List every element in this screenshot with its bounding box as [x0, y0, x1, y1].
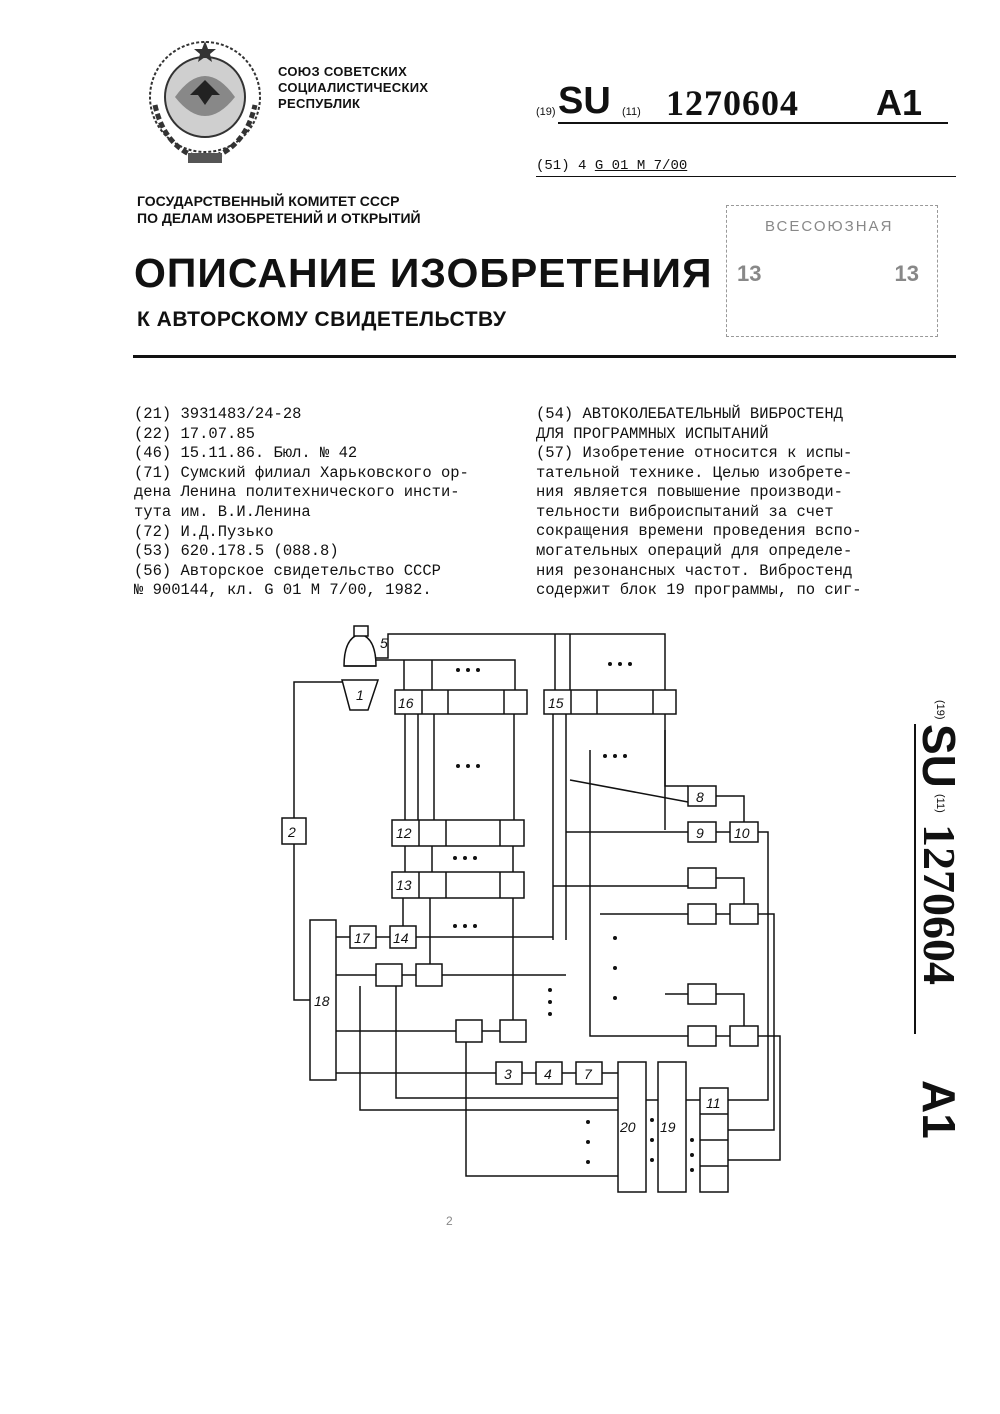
side-patent-number: 1270604 — [913, 824, 966, 985]
side-underline — [914, 724, 916, 1034]
label-16: 16 — [398, 695, 414, 711]
invention-title-line: (54) АВТОКОЛЕБАТЕЛЬНЫЙ ВИБРОСТЕНД — [536, 405, 843, 425]
biblio-line: (71) Сумский филиал Харьковского ор- — [134, 464, 469, 484]
header-rule — [133, 355, 956, 358]
state-emblem — [140, 35, 270, 170]
side-code-19: (19) — [934, 700, 946, 720]
abstract-line: могательных операций для определе- — [536, 542, 862, 562]
side-code-11: (11) — [934, 794, 946, 813]
biblio-line: (72) И.Д.Пузько — [134, 523, 469, 543]
union-line: СОЦИАЛИСТИЧЕСКИХ — [278, 80, 428, 96]
code-11: (11) — [622, 106, 641, 118]
biblio-line: (46) 15.11.86. Бюл. № 42 — [134, 444, 469, 464]
label-8: 8 — [696, 789, 704, 805]
biblio-line: (22) 17.07.85 — [134, 425, 469, 445]
label-18: 18 — [314, 993, 330, 1009]
label-11: 11 — [706, 1095, 721, 1111]
label-13: 13 — [396, 877, 412, 893]
ipc-rule — [536, 176, 956, 177]
pub-underline — [558, 122, 948, 124]
abstract: (57) Изобретение относится к испы- тател… — [536, 444, 862, 601]
union-line: РЕСПУБЛИК — [278, 96, 428, 112]
library-stamp: ВСЕСОЮЗНАЯ 13 13 — [726, 205, 938, 337]
biblio-line: тута им. В.И.Ленина — [134, 503, 469, 523]
biblio-line: (56) Авторское свидетельство СССР — [134, 562, 469, 582]
invention-title: (54) АВТОКОЛЕБАТЕЛЬНЫЙ ВИБРОСТЕНД ДЛЯ ПР… — [536, 405, 843, 444]
label-14: 14 — [393, 930, 409, 946]
block-diagram: 1 2 3 4 5 6 7 8 9 10 11 12 13 14 15 16 1… — [270, 620, 790, 1200]
side-kind-code: A1 — [912, 1080, 966, 1139]
label-20: 20 — [619, 1119, 636, 1135]
country-code: SU — [558, 80, 611, 123]
side-country-code: SU — [912, 724, 966, 788]
label-3: 3 — [504, 1066, 512, 1082]
code-19: (19) — [536, 106, 556, 118]
biblio-line: (21) 3931483/24-28 — [134, 405, 469, 425]
label-9: 9 — [696, 825, 704, 841]
biblio-line: (53) 620.178.5 (088.8) — [134, 542, 469, 562]
union-name: СОЮЗ СОВЕТСКИХ СОЦИАЛИСТИЧЕСКИХ РЕСПУБЛИ… — [278, 64, 428, 112]
label-17: 17 — [354, 930, 371, 946]
page-number: 2 — [446, 1214, 453, 1228]
label-12: 12 — [396, 825, 412, 841]
invention-title-line: ДЛЯ ПРОГРАММНЫХ ИСПЫТАНИЙ — [536, 425, 843, 445]
biblio-line: № 900144, кл. G 01 M 7/00, 1982. — [134, 581, 469, 601]
kind-code: A1 — [876, 82, 922, 124]
union-line: СОЮЗ СОВЕТСКИХ — [278, 64, 428, 80]
stamp-text: ВСЕСОЮЗНАЯ — [765, 218, 893, 235]
stamp-right-number: 13 — [895, 261, 919, 287]
biblio-line: дена Ленина политехнического инсти- — [134, 483, 469, 503]
patent-number: 1270604 — [666, 82, 799, 124]
ipc-code: G 01 M 7/00 — [595, 158, 687, 174]
document-subtitle: К АВТОРСКОМУ СВИДЕТЕЛЬСТВУ — [137, 308, 506, 332]
label-10: 10 — [734, 825, 750, 841]
committee-name: ГОСУДАРСТВЕННЫЙ КОМИТЕТ СССР ПО ДЕЛАМ ИЗ… — [137, 193, 421, 227]
bibliographic-data: (21) 3931483/24-28 (22) 17.07.85 (46) 15… — [134, 405, 469, 601]
label-1: 1 — [356, 687, 364, 703]
committee-line: ГОСУДАРСТВЕННЫЙ КОМИТЕТ СССР — [137, 193, 421, 210]
ipc-prefix: (51) 4 — [536, 158, 586, 174]
label-7: 7 — [584, 1066, 593, 1082]
publication-number: (19) SU (11) 1270604 A1 — [536, 78, 948, 130]
label-2: 2 — [287, 824, 296, 840]
abstract-line: содержит блок 19 программы, по сиг- — [536, 581, 862, 601]
label-6: 6 — [368, 620, 376, 623]
committee-line: ПО ДЕЛАМ ИЗОБРЕТЕНИЙ И ОТКРЫТИЙ — [137, 210, 421, 227]
abstract-line: (57) Изобретение относится к испы- — [536, 444, 862, 464]
ipc-classification: (51) 4 G 01 M 7/00 — [536, 158, 687, 174]
label-4: 4 — [544, 1066, 552, 1082]
abstract-line: тательной технике. Целью изобрете- — [536, 464, 862, 484]
abstract-line: ния является повышение производи- — [536, 483, 862, 503]
abstract-line: ния резонансных частот. Вибростенд — [536, 562, 862, 582]
stamp-left-number: 13 — [737, 261, 761, 287]
document-title: ОПИСАНИЕ ИЗОБРЕТЕНИЯ — [134, 250, 712, 297]
side-publication-number: (19) SU (11) 1270604 A1 — [908, 690, 968, 1160]
label-5: 5 — [380, 635, 388, 651]
label-19: 19 — [660, 1119, 676, 1135]
label-15: 15 — [548, 695, 564, 711]
abstract-line: сокращения времени проведения вспо- — [536, 522, 862, 542]
abstract-line: тельности виброиспытаний за счет — [536, 503, 862, 523]
